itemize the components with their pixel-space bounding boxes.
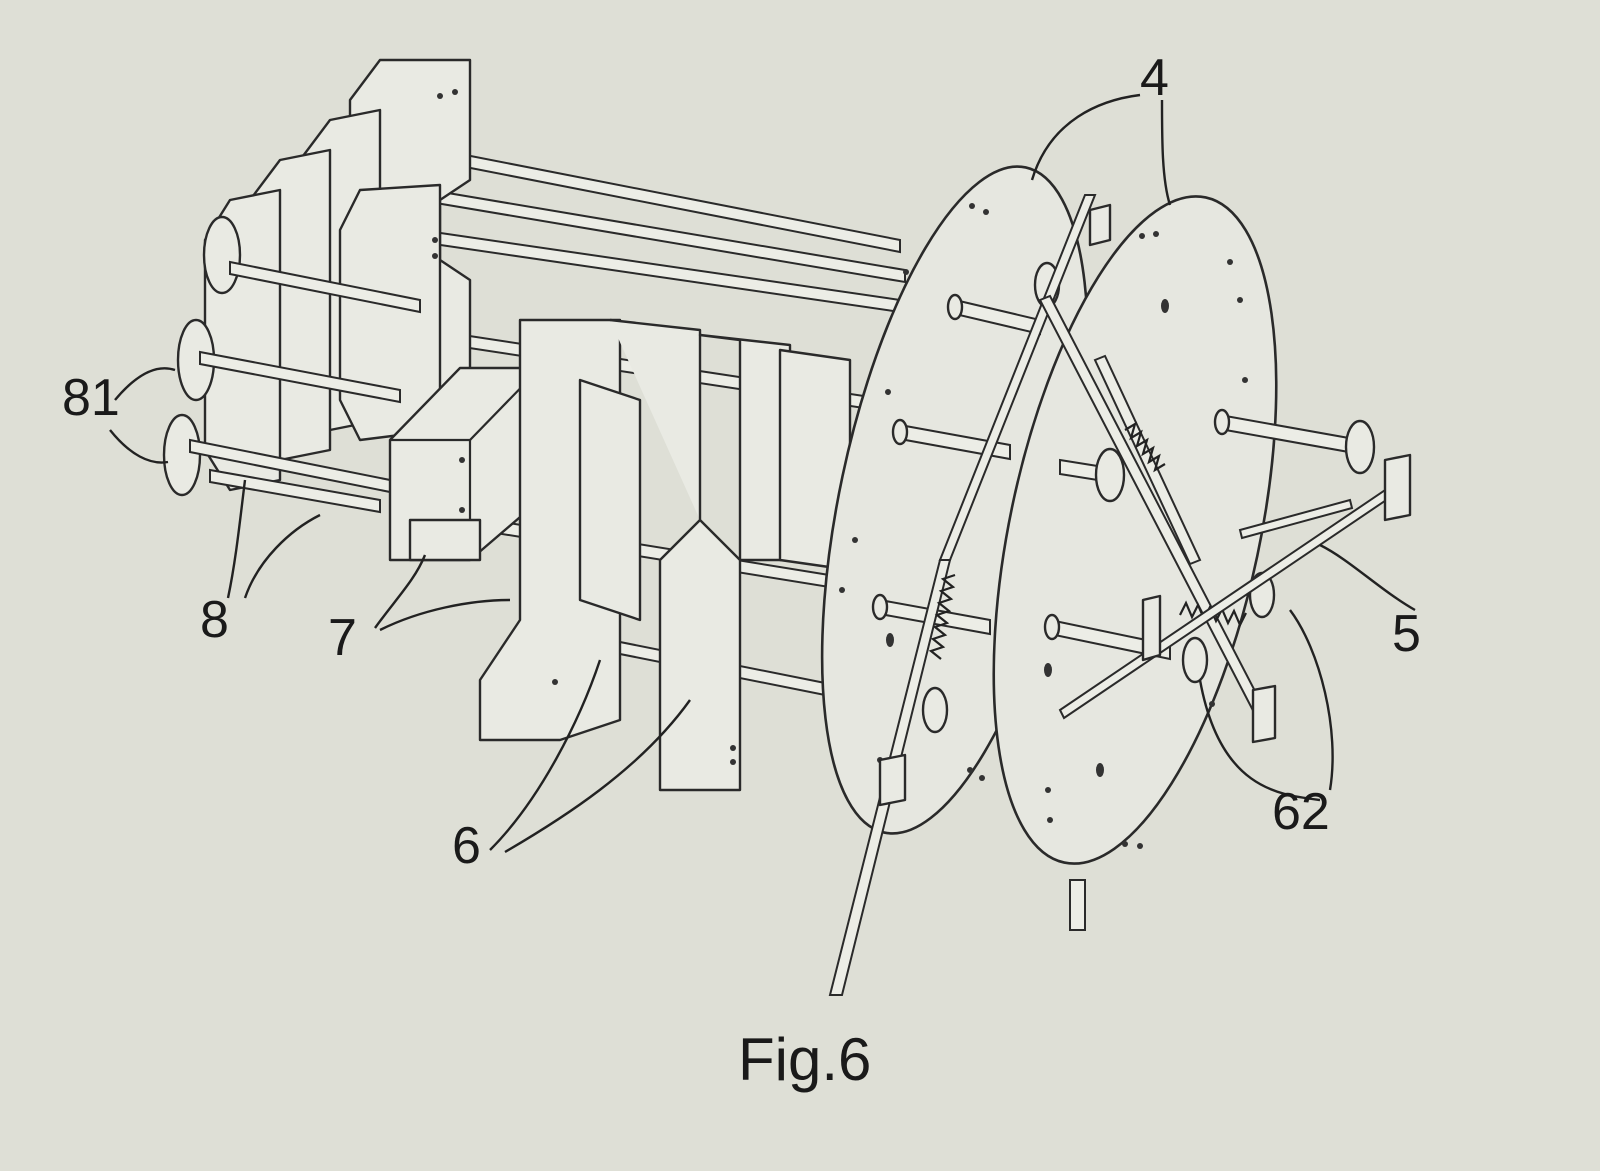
leader-7-a <box>374 554 427 629</box>
leader-8-a <box>226 479 247 599</box>
leader-8-b <box>243 513 321 599</box>
leader-7-b <box>379 598 511 632</box>
leader-lines <box>109 93 1416 854</box>
label-5: 5 <box>1392 605 1421 663</box>
leader-81-upper <box>114 367 176 401</box>
label-62: 62 <box>1272 783 1330 841</box>
leader-62-b <box>1289 609 1334 791</box>
leader-6-b <box>504 699 691 854</box>
label-8: 8 <box>200 591 229 649</box>
rear-plate <box>992 195 1278 865</box>
label-7: 7 <box>328 609 357 667</box>
label-81: 81 <box>62 369 120 427</box>
label-4: 4 <box>1140 49 1169 107</box>
middle-block-stack <box>478 318 852 792</box>
spring-mechanism <box>828 194 1412 996</box>
center-block <box>388 366 542 562</box>
leader-62-a <box>1198 679 1321 802</box>
leader-6-a <box>489 659 602 851</box>
figure-caption: Fig.6 <box>738 1026 872 1093</box>
end-cap-top <box>202 215 242 295</box>
end-cap-bottom <box>162 413 202 497</box>
leader-5 <box>1319 543 1416 612</box>
leader-4-front <box>1030 93 1141 181</box>
left-block-stack <box>162 58 472 514</box>
label-6: 6 <box>452 817 481 875</box>
leader-81-lower <box>109 429 169 464</box>
leader-4-rear <box>1160 99 1172 206</box>
